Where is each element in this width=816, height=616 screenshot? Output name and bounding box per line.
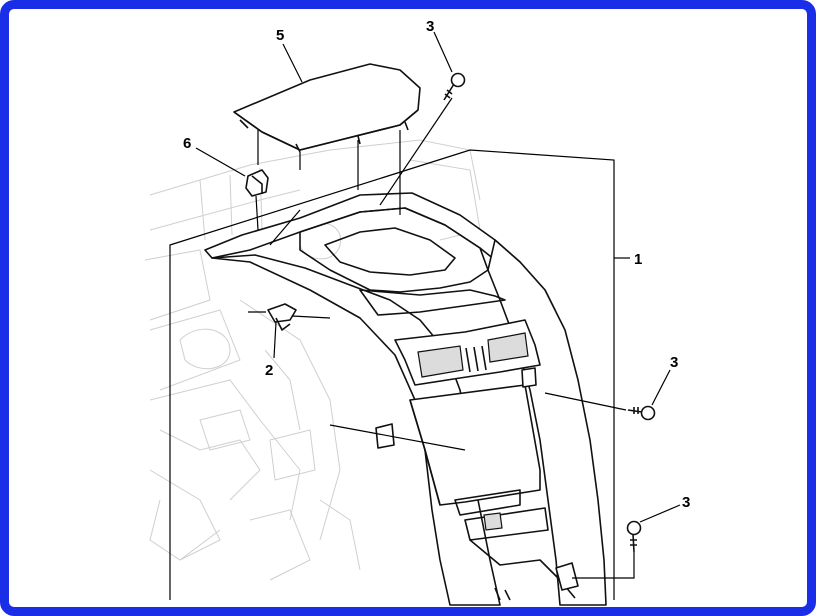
callout-3-top: 3: [426, 18, 434, 35]
callout-3-bottom-leader: [639, 504, 681, 523]
callout-3-bottom: 3: [682, 494, 690, 511]
callout-3-top-leader: [433, 31, 453, 73]
clip-icon: [245, 169, 269, 231]
callout-6-leader: [195, 147, 246, 177]
callout-2-leader: [273, 321, 277, 359]
callout-6: 6: [183, 135, 191, 152]
storage-lid-icon: [233, 63, 421, 246]
callout-5-leader: [282, 43, 303, 83]
exploded-parts-diagram: 1 2 3 3 3 5 6: [144, 18, 690, 606]
callout-1-bracket: [169, 149, 615, 600]
callout-3-right: 3: [670, 354, 678, 371]
callout-3-right-leader: [651, 369, 671, 406]
callout-5: 5: [276, 27, 284, 44]
screw-icon-bottom: [572, 520, 642, 579]
callout-2: 2: [265, 362, 273, 379]
retaining-clip-icon: [248, 303, 331, 331]
center-console-bezel: [204, 192, 607, 606]
screw-icon-top: [379, 72, 466, 206]
callout-1: 1: [634, 251, 642, 268]
screw-icon-right: [544, 392, 656, 421]
